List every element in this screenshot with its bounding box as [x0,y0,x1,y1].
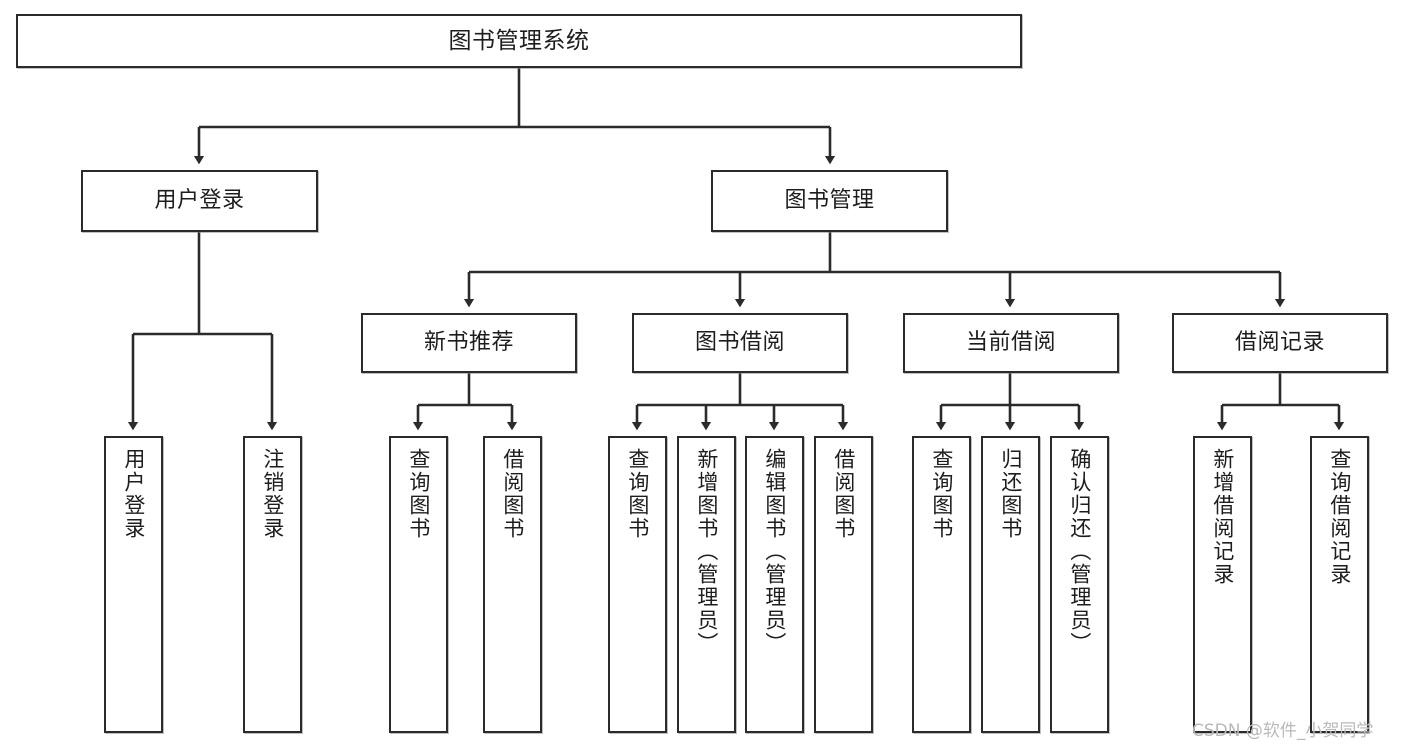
node-label: 新增图书（管理员） [694,448,719,655]
node-borrow-records[interactable]: 借阅记录 [1172,313,1388,373]
leaf-current-query-books[interactable]: 查询图书 [912,436,971,733]
leaf-borrow-edit-book-admin[interactable]: 编辑图书（管理员） [745,436,804,733]
node-label: 借阅图书 [831,448,856,540]
node-new-book-recommend[interactable]: 新书推荐 [361,313,577,373]
node-label: 查询图书 [625,448,650,540]
node-label: 借阅记录 [1234,330,1325,356]
leaf-user-login-signout[interactable]: 注销登录 [243,436,302,733]
leaf-new-book-query-books[interactable]: 查询图书 [389,436,448,733]
node-label: 确认归还（管理员） [1067,448,1092,655]
leaf-current-confirm-return-admin[interactable]: 确认归还（管理员） [1050,436,1109,733]
leaf-records-add-record[interactable]: 新增借阅记录 [1193,436,1252,733]
node-book-borrow[interactable]: 图书借阅 [632,313,848,373]
node-label: 查询借阅记录 [1327,448,1352,586]
node-label: 归还图书 [998,448,1023,540]
node-label: 图书借阅 [694,330,785,356]
node-label: 编辑图书（管理员） [762,448,787,655]
node-label: 查询图书 [929,448,954,540]
node-label: 图书管理 [784,188,875,214]
leaf-records-query-record[interactable]: 查询借阅记录 [1310,436,1369,733]
node-current-borrow[interactable]: 当前借阅 [903,313,1119,373]
node-label: 当前借阅 [965,330,1056,356]
leaf-new-book-borrow-books[interactable]: 借阅图书 [483,436,542,733]
leaf-borrow-query-books[interactable]: 查询图书 [608,436,667,733]
csdn-watermark: CSDN @软件_小贺同学 [1192,721,1374,741]
node-label: 借阅图书 [500,448,525,540]
leaf-user-login-signin[interactable]: 用户登录 [104,436,163,733]
node-root-book-management-system[interactable]: 图书管理系统 [16,14,1022,68]
leaf-current-return-books[interactable]: 归还图书 [981,436,1040,733]
node-label: 查询图书 [406,448,431,540]
node-label: 用户登录 [121,448,146,540]
node-book-management[interactable]: 图书管理 [711,170,948,232]
node-label: 新书推荐 [423,330,514,356]
node-label: 新增借阅记录 [1210,448,1235,586]
leaf-borrow-add-book-admin[interactable]: 新增图书（管理员） [677,436,736,733]
node-user-login[interactable]: 用户登录 [81,170,318,232]
node-label: 注销登录 [260,448,285,540]
node-label: 图书管理系统 [448,27,590,54]
leaf-borrow-borrow-books[interactable]: 借阅图书 [814,436,873,733]
node-label: 用户登录 [154,188,245,214]
